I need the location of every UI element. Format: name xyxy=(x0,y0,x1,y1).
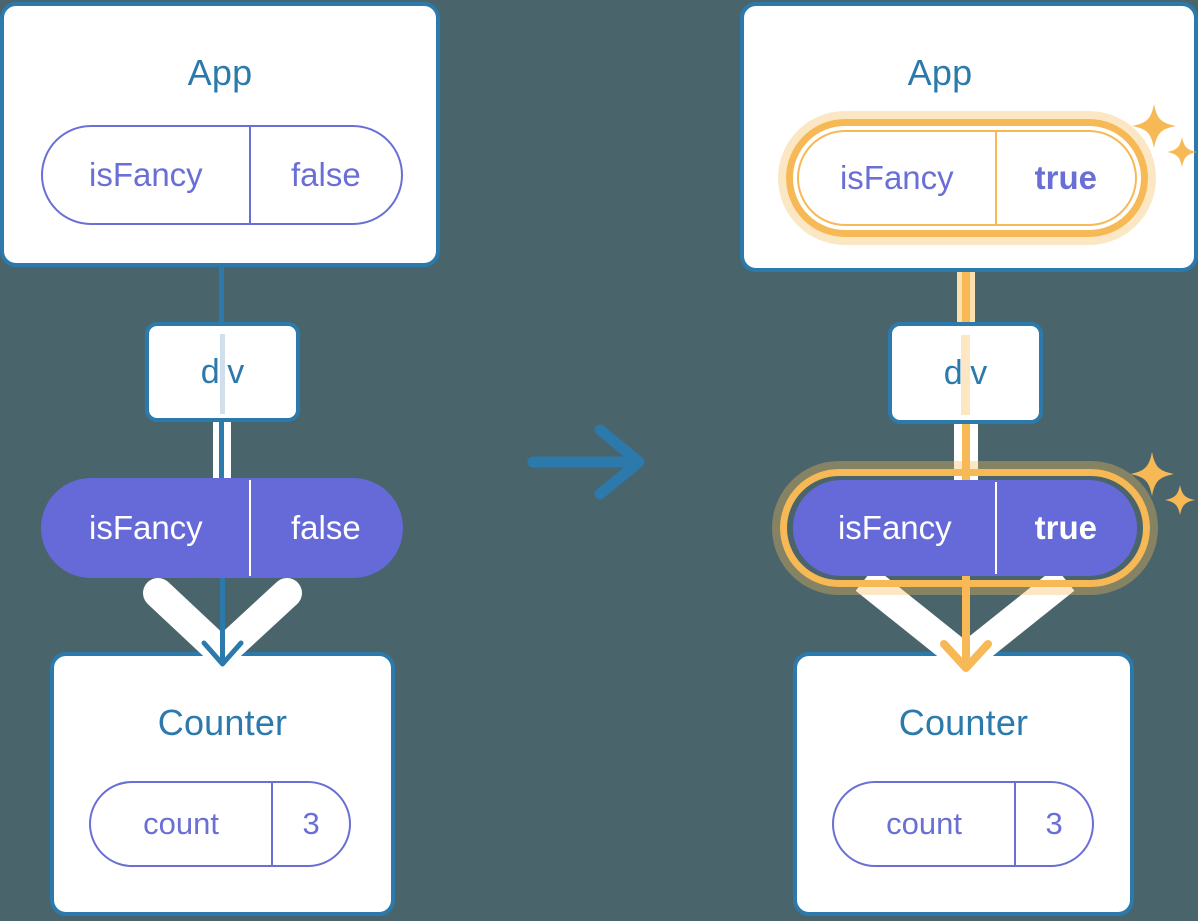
counter-state-value-after: 3 xyxy=(1014,783,1092,865)
connector-app-to-div-left xyxy=(219,264,224,322)
sparkle-small-icon xyxy=(1165,485,1195,515)
counter-state-key-after: count xyxy=(886,806,963,841)
app-title-after: App xyxy=(907,52,973,93)
sparkle-large-icon xyxy=(1130,452,1174,496)
app-state-value-before: false xyxy=(248,127,401,223)
app-state-pill-after: isFancy true xyxy=(797,130,1137,226)
app-state-key-before: isFancy xyxy=(88,156,203,193)
prop-key-before: isFancy xyxy=(88,509,203,546)
sparkle-group-app-after xyxy=(1128,100,1198,180)
app-title-before: App xyxy=(187,52,253,93)
app-box-after xyxy=(740,2,1198,272)
connector-div-to-prop-right xyxy=(962,422,970,484)
prop-pill-after: isFancy true xyxy=(793,480,1137,576)
connector-div-to-prop-left xyxy=(219,420,224,482)
connector-through-div-left xyxy=(220,334,225,414)
counter-state-pill-before: count 3 xyxy=(89,781,351,867)
prop-value-after: true xyxy=(994,482,1135,574)
transition-arrow xyxy=(525,420,655,505)
arrow-right-icon xyxy=(527,424,645,500)
prop-pill-before: isFancy false xyxy=(41,478,403,578)
sparkle-small-icon xyxy=(1167,137,1197,167)
flow-arrow-shaft-after xyxy=(928,572,1008,680)
counter-state-value-before: 3 xyxy=(271,783,349,865)
sparkle-large-icon xyxy=(1132,104,1176,148)
app-state-value-after: true xyxy=(994,132,1135,224)
sparkle-group-prop-after xyxy=(1130,448,1198,528)
counter-state-pill-after: count 3 xyxy=(832,781,1094,867)
app-state-key-after: isFancy xyxy=(839,159,954,196)
counter-title-before: Counter xyxy=(157,702,288,743)
connector-through-div-right xyxy=(961,335,970,415)
prop-key-after: isFancy xyxy=(837,509,952,546)
app-state-pill-before: isFancy false xyxy=(41,125,403,225)
counter-state-key-before: count xyxy=(143,806,220,841)
counter-title-after: Counter xyxy=(898,702,1029,743)
flow-arrow-shaft-before xyxy=(186,570,260,675)
prop-value-before: false xyxy=(248,480,401,576)
